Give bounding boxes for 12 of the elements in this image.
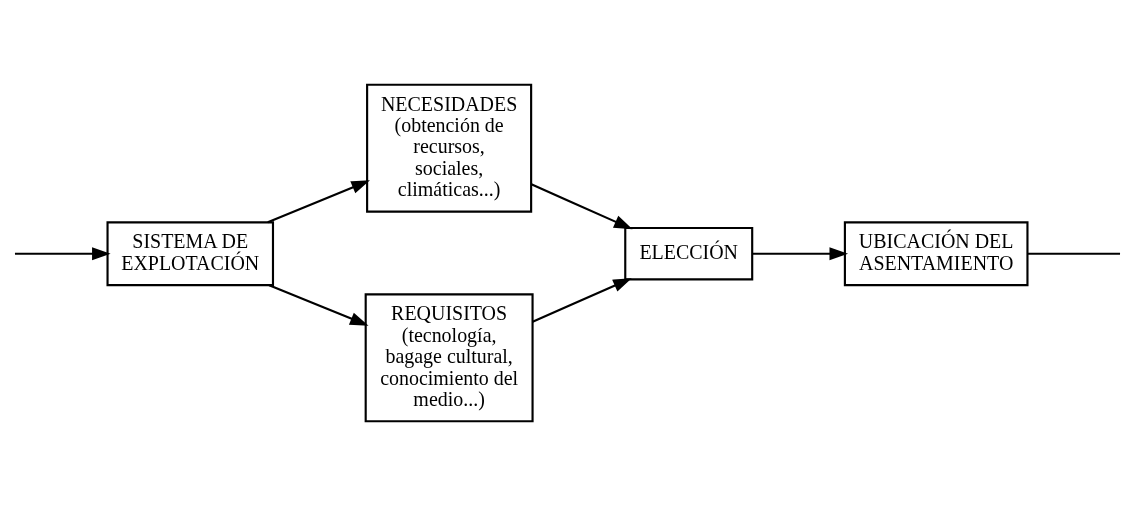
node-box: UBICACIÓN DEL ASENTAMIENTO [843,221,1029,287]
node-box: SISTEMA DE EXPLOTACIÓN [106,221,275,287]
arrow [752,247,849,261]
arrow [268,284,369,326]
connector [1027,252,1121,255]
node-box: NECESIDADES (obtención de recursos, sociales, climáticas...) [366,83,533,213]
arrow [532,278,632,323]
arrow [14,247,111,261]
arrow [530,183,633,230]
arrow [267,180,370,224]
node-box: ELECCIÓN [624,226,754,281]
node-box: REQUISITOS (tecnología, bagage cultural, conocimiento del medio...) [364,293,534,423]
